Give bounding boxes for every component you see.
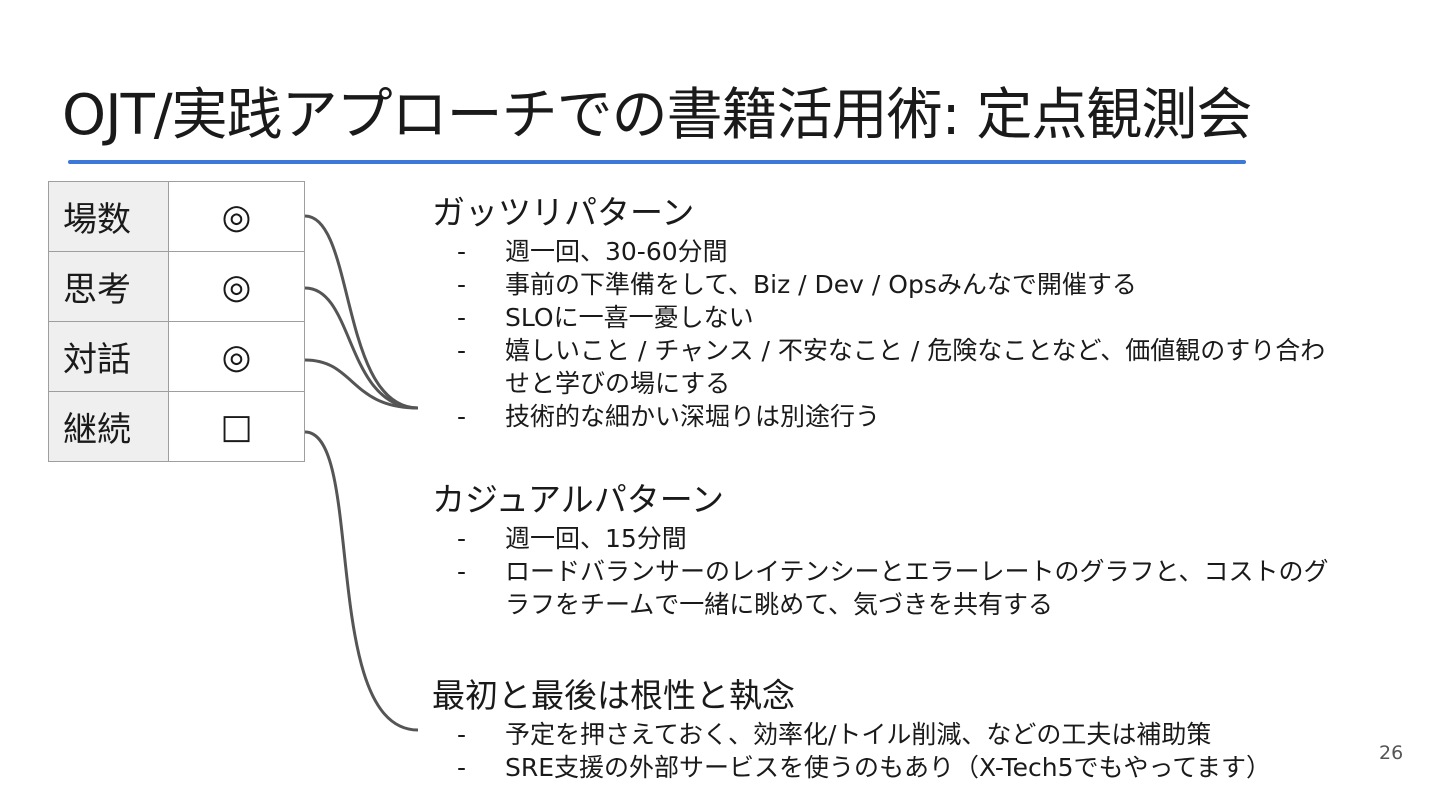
bullet-dash: - bbox=[457, 237, 467, 266]
title-underline bbox=[68, 160, 1246, 164]
section-heading: ガッツリパターン bbox=[432, 193, 695, 232]
bullet-dash: - bbox=[457, 336, 467, 365]
bullet-dash: - bbox=[457, 524, 467, 553]
list-item: - 予定を押さえておく、効率化/トイル削減、などの工夫は補助策 bbox=[432, 718, 1332, 751]
connector-curve bbox=[304, 430, 419, 732]
bullet-dash: - bbox=[457, 720, 467, 749]
list-item: - SRE支援の外部サービスを使うのもあり（X-Tech5でもやってます） bbox=[432, 751, 1332, 784]
bullet-text: 週一回、15分間 bbox=[505, 524, 687, 553]
bullet-text: SRE支援の外部サービスを使うのもあり（X-Tech5でもやってます） bbox=[505, 753, 1272, 782]
list-item: - 週一回、30-60分間 bbox=[432, 235, 1332, 268]
connector-curve bbox=[304, 358, 419, 410]
criteria-label: 場数 bbox=[48, 181, 169, 252]
bullet-list: - 予定を押さえておく、効率化/トイル削減、などの工夫は補助策 - SRE支援の外部… bbox=[432, 718, 1412, 784]
criteria-mark: □ bbox=[168, 391, 305, 462]
section-gattsuri: ガッツリパターン - 週一回、30-60分間 - 事前の下準備をして、Biz / D… bbox=[432, 193, 1412, 433]
criteria-row: 思考 ◎ bbox=[48, 251, 305, 322]
criteria-label: 対話 bbox=[48, 321, 169, 392]
criteria-label: 思考 bbox=[48, 251, 169, 322]
bullet-list: - 週一回、15分間 - ロードバランサーのレイテンシーとエラーレートのグラフと、コ… bbox=[432, 522, 1412, 621]
bullet-text: SLOに一喜一憂しない bbox=[505, 303, 754, 332]
section-casual: カジュアルパターン - 週一回、15分間 - ロードバランサーのレイテンシーとエラー… bbox=[432, 480, 1412, 621]
list-item: - 週一回、15分間 bbox=[432, 522, 1332, 555]
bullet-text: 週一回、30-60分間 bbox=[505, 237, 728, 266]
section-heading: カジュアルパターン bbox=[432, 480, 725, 519]
criteria-row: 対話 ◎ bbox=[48, 321, 305, 392]
bullet-text: 予定を押さえておく、効率化/トイル削減、などの工夫は補助策 bbox=[505, 720, 1212, 749]
section-konjou: 最初と最後は根性と執念 - 予定を押さえておく、効率化/トイル削減、などの工夫は補… bbox=[432, 676, 1412, 784]
list-item: - 技術的な細かい深堀りは別途行う bbox=[432, 400, 1332, 433]
bullet-text: ロードバランサーのレイテンシーとエラーレートのグラフと、コストのグラフをチームで… bbox=[505, 557, 1329, 619]
list-item: - 事前の下準備をして、Biz / Dev / Opsみんなで開催する bbox=[432, 268, 1332, 301]
bullet-list: - 週一回、30-60分間 - 事前の下準備をして、Biz / Dev / Opsみ… bbox=[432, 235, 1412, 433]
list-item: - 嬉しいこと / チャンス / 不安なこと / 危険なことなど、価値観のすり合わ… bbox=[432, 334, 1332, 400]
bullet-dash: - bbox=[457, 303, 467, 332]
section-heading: 最初と最後は根性と執念 bbox=[432, 676, 795, 715]
connector-curve bbox=[304, 286, 419, 410]
criteria-mark: ◎ bbox=[168, 251, 305, 322]
bullet-text: 嬉しいこと / チャンス / 不安なこと / 危険なことなど、価値観のすり合わせ… bbox=[505, 336, 1326, 398]
bullet-text: 事前の下準備をして、Biz / Dev / Opsみんなで開催する bbox=[505, 270, 1137, 299]
criteria-table: 場数 ◎ 思考 ◎ 対話 ◎ 継続 □ bbox=[48, 181, 305, 462]
criteria-row: 場数 ◎ bbox=[48, 181, 305, 252]
bullet-text: 技術的な細かい深堀りは別途行う bbox=[505, 402, 881, 431]
bullet-dash: - bbox=[457, 270, 467, 299]
criteria-mark: ◎ bbox=[168, 321, 305, 392]
criteria-row: 継続 □ bbox=[48, 391, 305, 462]
connector-curve bbox=[304, 214, 419, 410]
slide-title: OJT/実践アプローチでの書籍活用術: 定点観測会 bbox=[62, 83, 1252, 148]
list-item: - ロードバランサーのレイテンシーとエラーレートのグラフと、コストのグラフをチーム… bbox=[432, 555, 1332, 621]
list-item: - SLOに一喜一憂しない bbox=[432, 301, 1332, 334]
bullet-dash: - bbox=[457, 402, 467, 431]
page-number: 26 bbox=[1379, 742, 1404, 764]
criteria-label: 継続 bbox=[48, 391, 169, 462]
bullet-dash: - bbox=[457, 753, 467, 782]
bullet-dash: - bbox=[457, 557, 467, 586]
